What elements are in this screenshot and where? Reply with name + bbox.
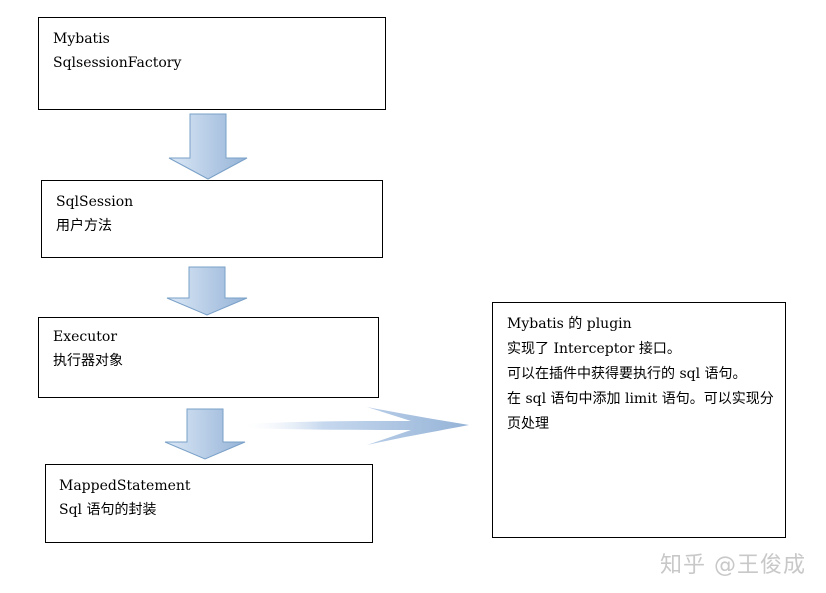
plugin-line-1: Mybatis 的 plugin [507, 316, 632, 332]
right-arrow-icon [245, 407, 469, 445]
session-line-2: 用户方法 [56, 218, 112, 234]
sqlsession-box: SqlSession 用户方法 [41, 180, 383, 258]
plugin-line-3: 可以在插件中获得要执行的 sql 语句。 [507, 366, 747, 382]
down-arrow-3-icon [164, 408, 246, 460]
executor-line-1: Executor [53, 329, 118, 345]
mybatis-plugin-box: Mybatis 的 plugin 实现了 Interceptor 接口。 可以在… [492, 302, 786, 538]
plugin-line-4: 在 sql 语句中添加 limit 语句。可以实现分页处理 [507, 391, 774, 432]
mappedstatement-box: MappedStatement Sql 语句的封装 [45, 464, 373, 543]
plugin-line-2: 实现了 Interceptor 接口。 [507, 341, 681, 357]
mapped-line-1: MappedStatement [59, 478, 191, 494]
session-line-1: SqlSession [56, 194, 134, 210]
down-arrow-2-icon [166, 266, 248, 316]
mybatis-sqlsessionfactory-box: Mybatis SqlsessionFactory [38, 17, 386, 110]
factory-line-1: Mybatis [53, 31, 110, 47]
factory-line-2: SqlsessionFactory [53, 55, 182, 71]
zhihu-watermark: 知乎 @王俊成 [660, 553, 806, 578]
executor-line-2: 执行器对象 [53, 353, 123, 369]
down-arrow-1-icon [168, 113, 248, 180]
executor-box: Executor 执行器对象 [38, 317, 379, 398]
mapped-line-2: Sql 语句的封装 [59, 502, 157, 518]
